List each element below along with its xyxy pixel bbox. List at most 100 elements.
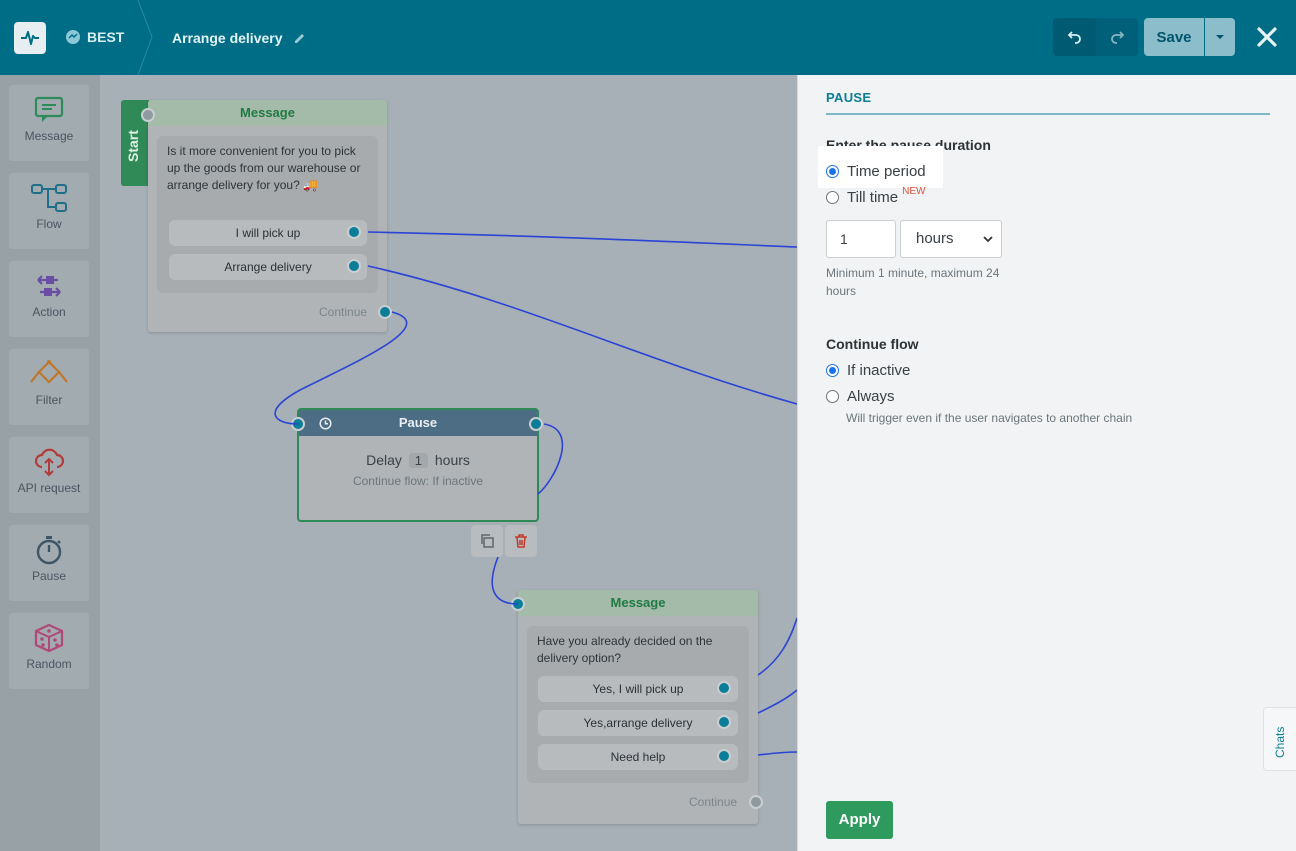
undo-icon xyxy=(1067,31,1081,44)
output-port[interactable] xyxy=(347,225,361,239)
message-node[interactable]: Message Is it more convenient for you to… xyxy=(148,100,387,332)
panel-title: PAUSE xyxy=(826,90,872,105)
duration-value-input[interactable]: 1 xyxy=(826,220,896,258)
chevron-down-icon xyxy=(983,236,993,243)
continue-flow-label: Continue flow xyxy=(826,336,919,352)
highlight-box xyxy=(818,146,943,188)
app-logo-icon[interactable] xyxy=(14,22,46,54)
output-port[interactable] xyxy=(347,259,361,273)
bot-breadcrumb[interactable]: BEST xyxy=(66,29,124,45)
trash-icon xyxy=(515,534,527,548)
radio-unselected-icon[interactable] xyxy=(826,191,839,204)
api-request-icon xyxy=(34,448,65,477)
pause-settings-panel: PAUSE Enter the pause duration Time peri… xyxy=(797,75,1296,851)
radio-label: If inactive xyxy=(847,362,911,379)
flow-title-text: Arrange delivery xyxy=(172,30,283,46)
tool-label: API request xyxy=(17,481,81,495)
top-bar: BEST Arrange delivery Save xyxy=(0,0,1296,75)
quick-reply-button[interactable]: Yes, I will pick up xyxy=(538,676,738,702)
quick-reply-button[interactable]: Need help xyxy=(538,744,738,770)
flow-title[interactable]: Arrange delivery xyxy=(172,30,306,46)
quick-reply-button[interactable]: Arrange delivery xyxy=(169,254,367,280)
tool-flow[interactable]: Flow xyxy=(9,173,89,249)
input-port[interactable] xyxy=(291,417,305,431)
save-options-button[interactable] xyxy=(1205,18,1235,56)
node-palette: Message Flow Action Filter API request P… xyxy=(0,75,100,851)
chats-tab[interactable]: Chats xyxy=(1263,707,1296,771)
radio-till-time[interactable]: Till time NEW xyxy=(826,186,925,206)
stopwatch-icon xyxy=(36,536,62,565)
clock-icon xyxy=(319,417,332,430)
message-node[interactable]: Message Have you already decided on the … xyxy=(518,590,758,824)
continue-port[interactable] xyxy=(378,305,392,319)
input-port[interactable] xyxy=(511,597,525,611)
output-port[interactable] xyxy=(717,749,731,763)
message-icon xyxy=(34,96,64,122)
tool-label: Message xyxy=(24,129,74,143)
node-title: Message xyxy=(148,100,387,126)
continue-port[interactable] xyxy=(749,795,763,809)
messenger-icon xyxy=(66,30,80,44)
redo-button[interactable] xyxy=(1096,18,1138,56)
delay-summary: Delay 1 hours xyxy=(299,452,537,468)
input-port[interactable] xyxy=(141,108,155,122)
output-port[interactable] xyxy=(529,417,543,431)
always-hint: Will trigger even if the user navigates … xyxy=(846,411,1133,425)
radio-label: Till time xyxy=(847,189,899,206)
action-icon xyxy=(37,275,61,297)
dice-icon xyxy=(34,623,64,653)
message-text: Have you already decided on the delivery… xyxy=(537,634,713,665)
pencil-icon[interactable] xyxy=(293,32,306,45)
delay-value: 1 xyxy=(408,453,428,468)
message-text: Is it more convenient for you to pick up… xyxy=(167,144,361,192)
pause-node-header: Pause xyxy=(299,410,537,436)
radio-if-inactive[interactable]: If inactive xyxy=(826,362,910,379)
continue-label: Continue xyxy=(689,795,738,809)
radio-unselected-icon[interactable] xyxy=(826,390,839,403)
continue-label: Continue xyxy=(319,305,368,319)
output-port[interactable] xyxy=(717,681,731,695)
radio-selected-icon[interactable] xyxy=(826,165,839,178)
filter-icon xyxy=(30,360,68,384)
redo-icon xyxy=(1111,31,1125,44)
node-title: Pause xyxy=(398,415,438,430)
tool-api-request[interactable]: API request xyxy=(9,437,89,513)
panel-divider xyxy=(826,113,1270,115)
duration-unit-select[interactable]: hours xyxy=(900,220,1002,258)
radio-label: Always xyxy=(847,388,895,405)
delete-node-button[interactable] xyxy=(505,525,537,557)
tool-label: Action xyxy=(32,305,66,319)
radio-always[interactable]: Always xyxy=(826,388,895,405)
pause-subtitle: Continue flow: If inactive xyxy=(352,474,484,488)
tool-label: Random xyxy=(26,657,72,671)
duration-hint: Minimum 1 minute, maximum 24 hours xyxy=(826,266,1000,298)
close-icon[interactable] xyxy=(1254,24,1280,50)
caret-down-icon xyxy=(1216,35,1224,39)
chats-label: Chats xyxy=(1273,726,1287,758)
start-label: Start xyxy=(125,130,141,162)
tool-pause[interactable]: Pause xyxy=(9,525,89,601)
delay-unit: hours xyxy=(434,452,470,468)
flow-icon xyxy=(31,184,67,212)
quick-reply-button[interactable]: I will pick up xyxy=(169,220,367,246)
copy-icon xyxy=(481,534,494,548)
quick-reply-button[interactable]: Yes,arrange delivery xyxy=(538,710,738,736)
tool-label: Filter xyxy=(35,393,63,407)
pause-node[interactable]: Pause Delay 1 hours Continue flow: If in… xyxy=(297,408,539,522)
tool-action[interactable]: Action xyxy=(9,261,89,337)
duplicate-node-button[interactable] xyxy=(471,525,503,557)
bot-name: BEST xyxy=(87,29,125,45)
tool-random[interactable]: Random xyxy=(9,613,89,689)
save-button[interactable]: Save xyxy=(1144,18,1204,56)
tool-message[interactable]: Message xyxy=(9,85,89,161)
radio-time-period[interactable]: Time period xyxy=(826,163,926,180)
radio-label: Time period xyxy=(847,163,926,180)
tool-filter[interactable]: Filter xyxy=(9,349,89,425)
tool-label: Flow xyxy=(36,217,62,231)
output-port[interactable] xyxy=(717,715,731,729)
node-title: Message xyxy=(518,590,758,616)
apply-button[interactable]: Apply xyxy=(826,801,893,839)
radio-selected-icon[interactable] xyxy=(826,364,839,377)
undo-button[interactable] xyxy=(1053,18,1096,56)
delay-prefix: Delay xyxy=(366,452,402,468)
